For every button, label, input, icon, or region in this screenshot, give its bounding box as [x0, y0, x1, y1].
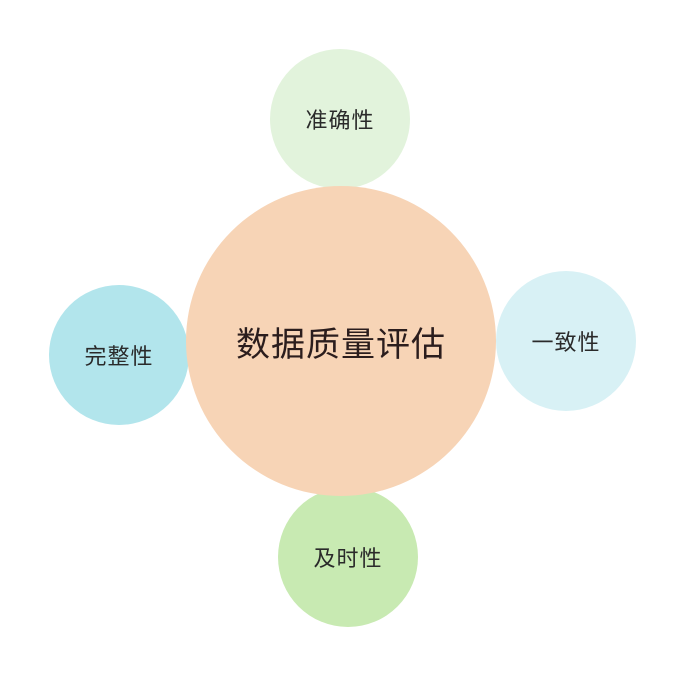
node-accuracy: 准确性	[270, 49, 410, 189]
center-node: 数据质量评估	[186, 186, 496, 496]
node-completeness-label: 完整性	[84, 345, 154, 370]
node-accuracy-label: 准确性	[305, 109, 375, 134]
center-node-label: 数据质量评估	[236, 324, 446, 365]
node-consistency: 一致性	[496, 271, 636, 411]
node-timeliness-label: 及时性	[313, 547, 383, 572]
node-consistency-label: 一致性	[531, 331, 601, 356]
node-timeliness: 及时性	[278, 487, 418, 627]
node-completeness: 完整性	[49, 285, 189, 425]
